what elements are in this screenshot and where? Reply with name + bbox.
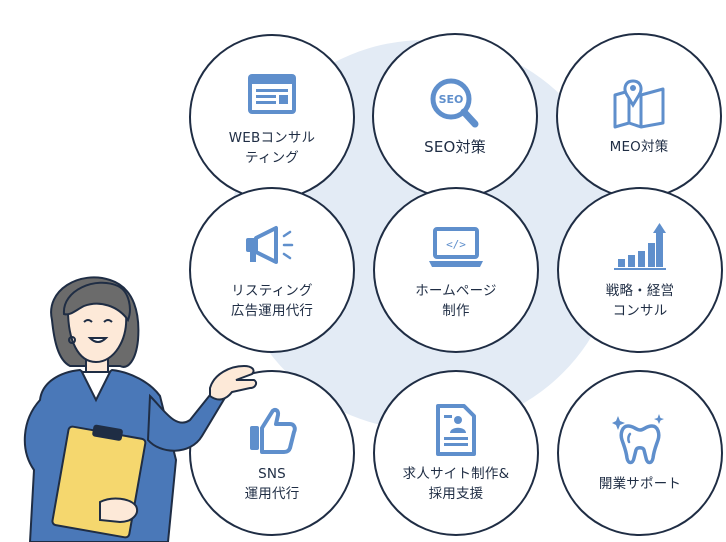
resume-document-icon — [426, 402, 486, 458]
laptop-code-icon: </> — [426, 219, 486, 275]
service-label: SEO対策 — [424, 138, 486, 156]
service-seo[interactable]: SEO SEO対策 — [372, 33, 538, 199]
service-label: 開業サポート — [598, 476, 682, 492]
seo-magnifier-icon: SEO — [425, 75, 485, 131]
service-label: WEBコンサル ティング — [228, 130, 316, 166]
map-pin-icon — [609, 75, 669, 131]
service-homepage-production[interactable]: </> ホームページ 制作 — [373, 187, 539, 353]
service-opening-support[interactable]: 開業サポート — [557, 370, 723, 536]
thumbs-up-icon — [242, 402, 302, 458]
seo-icon-text: SEO — [439, 93, 464, 106]
growth-chart-icon — [610, 219, 670, 275]
megaphone-icon — [242, 219, 302, 275]
service-label: ホームページ 制作 — [415, 283, 497, 319]
web-page-icon — [242, 66, 302, 122]
laptop-code-text: </> — [446, 238, 466, 251]
businesswoman-illustration — [23, 276, 258, 542]
service-label: SNS 運用代行 — [244, 466, 300, 502]
service-label: 戦略・経営 コンサル — [605, 283, 675, 319]
service-strategy-consulting[interactable]: 戦略・経営 コンサル — [557, 187, 723, 353]
service-meo[interactable]: MEO対策 — [556, 33, 722, 199]
service-label: MEO対策 — [609, 139, 669, 155]
service-label: 求人サイト制作& 採用支援 — [402, 466, 510, 502]
service-recruiting-site[interactable]: 求人サイト制作& 採用支援 — [373, 370, 539, 536]
tooth-sparkle-icon — [610, 412, 670, 468]
service-label: リスティング 広告運用代行 — [230, 283, 314, 319]
service-listing-ads[interactable]: リスティング 広告運用代行 — [189, 187, 355, 353]
service-web-consulting[interactable]: WEBコンサル ティング — [189, 34, 355, 200]
